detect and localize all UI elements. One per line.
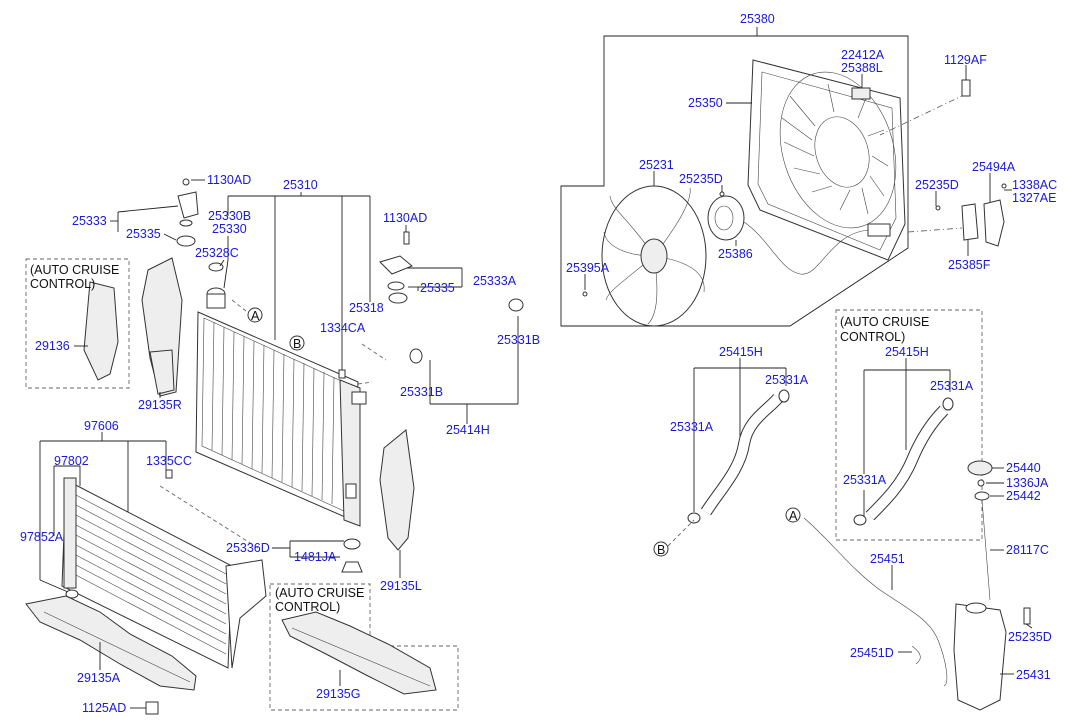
part-label[interactable]: 25440 — [1006, 461, 1041, 475]
auto-cruise-note: CONTROL) — [275, 600, 340, 614]
marker-a-radiator: A — [247, 307, 263, 323]
part-label[interactable]: 25386 — [718, 247, 753, 261]
part-label[interactable]: 25331A — [765, 373, 809, 387]
auto-cruise-lower-guard — [269, 583, 459, 711]
part-label[interactable]: 97606 — [84, 419, 119, 433]
radiator-assembly — [110, 178, 463, 527]
part-label[interactable]: 25414H — [446, 423, 490, 437]
part-label[interactable]: 25331B — [497, 333, 540, 347]
part-label[interactable]: 29135L — [380, 579, 422, 593]
part-label[interactable]: 25335 — [126, 227, 161, 241]
part-label[interactable]: 25235D — [679, 172, 723, 186]
part-label[interactable]: 25385F — [948, 258, 991, 272]
marker-a-hose: A — [785, 507, 801, 523]
svg-text:B: B — [657, 543, 665, 557]
part-label[interactable]: 1327AE — [1012, 191, 1056, 205]
condenser-assembly — [39, 432, 363, 669]
part-label[interactable]: 25331A — [930, 379, 974, 393]
air-guard-group-left — [25, 257, 183, 398]
part-label[interactable]: 25330B — [208, 209, 251, 223]
part-label[interactable]: 1130AD — [207, 173, 251, 187]
part-label[interactable]: 25333 — [72, 214, 107, 228]
part-label[interactable]: 1334CA — [320, 321, 366, 335]
fan-shroud-assembly — [560, 27, 1012, 327]
part-label[interactable]: 25350 — [688, 96, 723, 110]
part-label[interactable]: 25235D — [1008, 630, 1052, 644]
part-label[interactable]: 1335CC — [146, 454, 192, 468]
part-label[interactable]: 25231 — [639, 158, 674, 172]
part-label[interactable]: 25415H — [719, 345, 763, 359]
lower-guard-assembly — [25, 595, 197, 715]
part-label[interactable]: 25235D — [915, 178, 959, 192]
auto-cruise-note: (AUTO CRUISE — [275, 586, 364, 600]
part-label[interactable]: 25335 — [420, 281, 455, 295]
part-labels: 25380 22412A 25388L 1129AF 25350 25231 2… — [20, 12, 1057, 715]
part-label[interactable]: 25431 — [1016, 668, 1051, 682]
part-label[interactable]: 1129AF — [944, 53, 987, 67]
part-label[interactable]: 97852A — [20, 530, 64, 544]
air-guard-right — [379, 429, 415, 578]
part-label[interactable]: 25395A — [566, 261, 610, 275]
part-label[interactable]: 25336D — [226, 541, 270, 555]
part-label[interactable]: 25331B — [400, 385, 443, 399]
auto-cruise-note: (AUTO CRUISE — [30, 263, 119, 277]
part-label[interactable]: 25328C — [195, 246, 239, 260]
part-label[interactable]: 25415H — [885, 345, 929, 359]
part-label[interactable]: 25331A — [670, 420, 714, 434]
part-label[interactable]: 1125AD — [82, 701, 126, 715]
part-label[interactable]: 25310 — [283, 178, 318, 192]
marker-b-radiator: B — [289, 335, 305, 351]
part-label[interactable]: 97802 — [54, 454, 89, 468]
part-label[interactable]: 29135A — [77, 671, 121, 685]
svg-text:B: B — [293, 337, 301, 351]
part-label[interactable]: 25451D — [850, 646, 894, 660]
part-label[interactable]: 25388L — [841, 61, 883, 75]
part-label[interactable]: 25451 — [870, 552, 905, 566]
upper-hose-assembly — [409, 298, 524, 424]
part-label[interactable]: 25333A — [473, 274, 517, 288]
part-label[interactable]: 25331A — [843, 473, 887, 487]
part-label[interactable]: 25330 — [212, 222, 247, 236]
part-label[interactable]: 28117C — [1006, 543, 1049, 557]
reservoir-assembly — [803, 460, 1033, 711]
part-label[interactable]: 1130AD — [383, 211, 427, 225]
svg-text:A: A — [251, 309, 260, 323]
auto-cruise-note: (AUTO CRUISE — [840, 315, 929, 329]
part-label[interactable]: 29136 — [35, 339, 70, 353]
part-label[interactable]: 25494A — [972, 160, 1016, 174]
part-label[interactable]: 1338AC — [1012, 178, 1057, 192]
part-label[interactable]: 1336JA — [1006, 476, 1049, 490]
auto-cruise-hose-assembly — [835, 309, 983, 541]
part-label[interactable]: 29135R — [138, 398, 182, 412]
auto-cruise-note: CONTROL) — [840, 330, 905, 344]
part-label[interactable]: 22412A — [841, 48, 885, 62]
svg-text:A: A — [789, 509, 798, 523]
lower-hose-assembly — [667, 358, 790, 547]
auto-cruise-note: CONTROL) — [30, 277, 95, 291]
part-label[interactable]: 29135G — [316, 687, 360, 701]
part-label[interactable]: 25318 — [349, 301, 384, 315]
part-label[interactable]: 1481JA — [294, 550, 337, 564]
auto-cruise-notes: (AUTO CRUISE CONTROL) (AUTO CRUISE CONTR… — [30, 263, 929, 614]
marker-b-hose: B — [653, 541, 669, 557]
part-label[interactable]: 25442 — [1006, 489, 1041, 503]
part-label[interactable]: 25380 — [740, 12, 775, 26]
